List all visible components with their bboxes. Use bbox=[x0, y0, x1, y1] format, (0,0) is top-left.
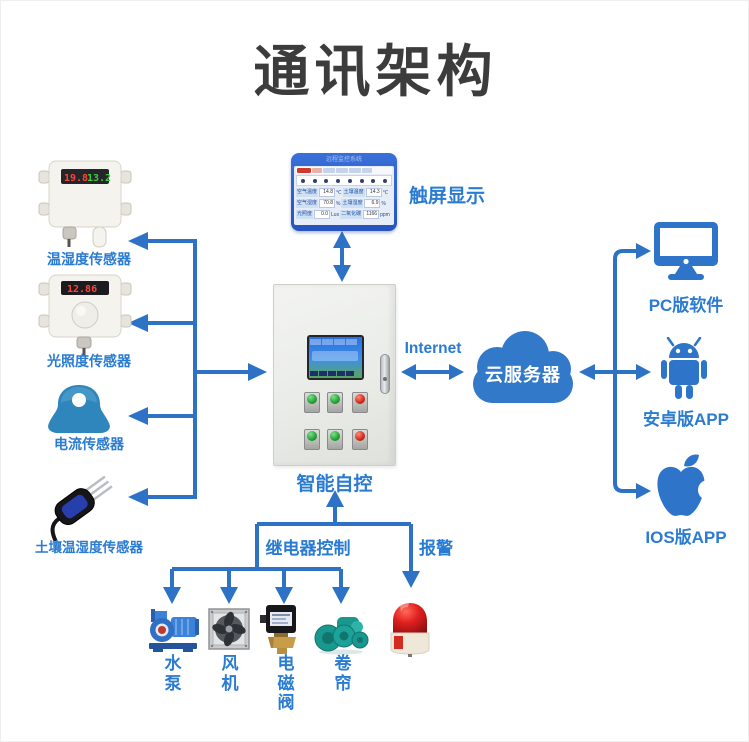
touchscreen-menu bbox=[296, 167, 392, 174]
fan-label: 风机 bbox=[221, 654, 239, 693]
ios-app-label: IOS版APP bbox=[645, 528, 727, 547]
fan-image bbox=[208, 608, 250, 650]
android-app-label: 安卓版APP bbox=[643, 410, 729, 429]
reading-value: 0.0 bbox=[314, 210, 331, 219]
internet-label: Internet bbox=[404, 340, 462, 357]
android-icon bbox=[661, 337, 707, 399]
reading-unit: ppm bbox=[380, 211, 390, 218]
reading-value: 6.9 bbox=[364, 199, 381, 208]
indicator-button-green bbox=[327, 392, 343, 413]
pc-monitor-icon bbox=[654, 222, 718, 280]
temp-humidity-sensor-label: 温湿度传感器 bbox=[47, 251, 131, 267]
touchscreen-title: 远程监控系统 bbox=[325, 157, 362, 163]
cloud-server-icon bbox=[473, 331, 573, 403]
indicator-button-green bbox=[304, 392, 320, 413]
cabinet-label: 智能自控 bbox=[296, 474, 373, 495]
sensor-display-red: 12.86 bbox=[67, 284, 97, 295]
roller-shutter-motor-image bbox=[314, 617, 369, 655]
soil-sensor-image bbox=[50, 475, 113, 541]
current-sensor-image bbox=[48, 385, 110, 433]
sensor-display-red: 19.8 bbox=[64, 173, 88, 184]
relay-control-label: 继电器控制 bbox=[265, 539, 351, 558]
page-title: 通讯架构 bbox=[253, 40, 498, 103]
water-pump-label: 水泵 bbox=[164, 654, 182, 693]
alarm-label: 报警 bbox=[419, 539, 453, 558]
touchscreen-panel: 空气温度 14.8 ℃ 土壤温度 14.3 ℃ 空气湿度 70.8 % 土壤湿度… bbox=[294, 166, 394, 225]
reading-label: 空气温度 bbox=[296, 188, 319, 197]
soil-sensor-label: 土壤温湿度传感器 bbox=[35, 540, 143, 555]
reading-label: 二氧化碳 bbox=[340, 210, 363, 219]
reading-value: 1166 bbox=[363, 210, 380, 219]
cabinet-handle bbox=[380, 354, 390, 394]
reading-unit: % bbox=[336, 200, 341, 207]
reading-label: 空气湿度 bbox=[296, 199, 319, 208]
indicator-button-green bbox=[304, 429, 320, 450]
reading-value: 70.8 bbox=[319, 199, 336, 208]
reading-unit: ℃ bbox=[336, 189, 342, 196]
reading-label: 土壤湿度 bbox=[341, 199, 364, 208]
water-pump-image bbox=[149, 609, 199, 652]
cloud-server-label: 云服务器 bbox=[485, 365, 561, 385]
sensor-display-green: 13.2 bbox=[87, 173, 111, 184]
touchscreen-row: 光照度 0.0 Lux 二氧化碳 1166 ppm bbox=[296, 210, 392, 219]
current-sensor-label: 电流传感器 bbox=[54, 436, 124, 452]
temp-humidity-sensor-image: 19.8 13.2 bbox=[38, 160, 132, 248]
apple-icon bbox=[657, 454, 711, 516]
reading-unit: % bbox=[381, 200, 386, 207]
touchscreen-indicators bbox=[296, 175, 392, 186]
reading-value: 14.8 bbox=[319, 188, 336, 197]
alarm-beacon-image bbox=[390, 599, 430, 657]
solenoid-valve-label: 电磁阀 bbox=[277, 654, 295, 713]
reading-unit: Lux bbox=[331, 211, 340, 218]
solenoid-valve-image bbox=[260, 605, 296, 654]
indicator-button-red bbox=[352, 392, 368, 413]
indicator-button-red bbox=[352, 429, 368, 450]
reading-value: 14.3 bbox=[365, 188, 382, 197]
touchscreen-row: 空气温度 14.8 ℃ 土壤温度 14.3 ℃ bbox=[296, 188, 392, 197]
light-sensor-image: 12.86 bbox=[38, 274, 132, 356]
light-sensor-label: 光照度传感器 bbox=[47, 353, 131, 369]
indicator-button-green bbox=[327, 429, 343, 450]
touchscreen-row: 空气湿度 70.8 % 土壤湿度 6.9 % bbox=[296, 199, 392, 208]
touchscreen-label: 触屏显示 bbox=[409, 186, 486, 207]
reading-unit: ℃ bbox=[382, 189, 389, 196]
cabinet-hmi-screen bbox=[307, 335, 364, 380]
touchscreen-display-image: 远程监控系统 空气温度 14.8 ℃ 土壤温度 14.3 ℃ 空气湿度 70.8 bbox=[291, 153, 397, 231]
reading-label: 光照度 bbox=[296, 210, 314, 219]
control-cabinet-image bbox=[273, 284, 396, 466]
roller-shutter-label: 卷帘 bbox=[334, 654, 352, 693]
reading-label: 土壤温度 bbox=[342, 188, 365, 197]
pc-software-label: PC版软件 bbox=[648, 296, 724, 315]
